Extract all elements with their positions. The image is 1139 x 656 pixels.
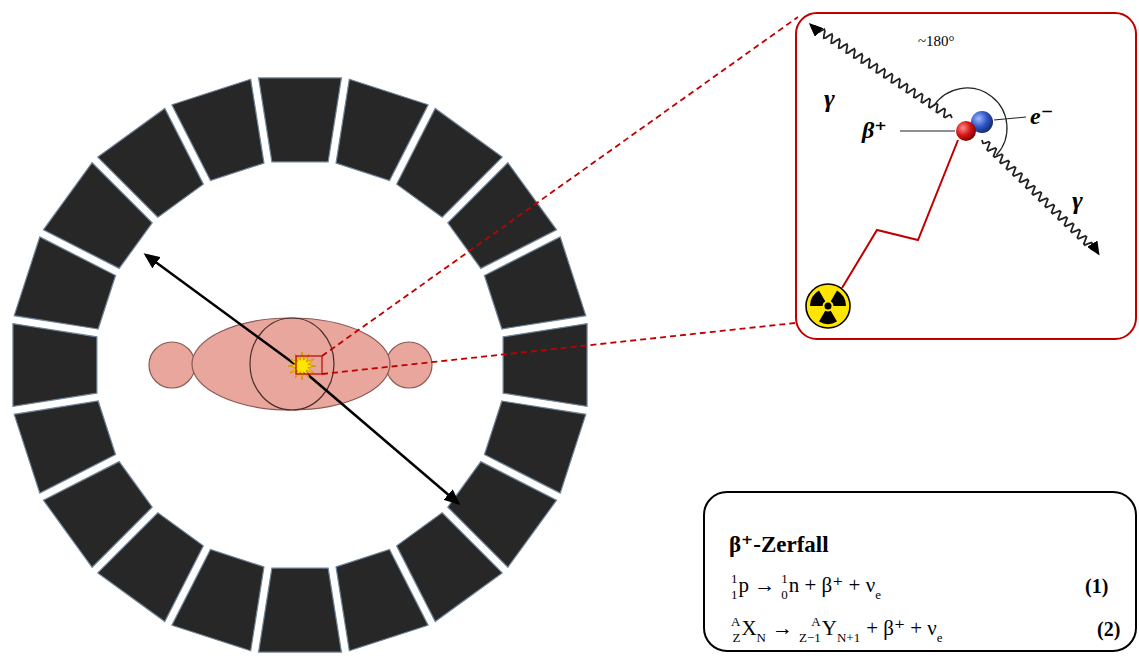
- gamma-path-arrow: [300, 368, 458, 503]
- zoom-frame: [296, 356, 322, 374]
- zoom-callout: γ ~180° β⁺ e⁻ γ: [795, 12, 1137, 340]
- detector-block: [484, 237, 585, 329]
- gamma-label: γ: [824, 86, 835, 112]
- equation-index: Z: [732, 631, 740, 644]
- equation-index: N: [757, 631, 766, 644]
- equation-part: + β⁺ + ν: [866, 618, 937, 639]
- detector-block: [14, 401, 115, 493]
- equation-index: A: [811, 615, 820, 628]
- formula-heading: β⁺-Zerfall: [729, 533, 829, 556]
- patient-body: [149, 318, 432, 410]
- label-leader: [994, 117, 1026, 120]
- radiation-blade: [831, 290, 846, 306]
- body-right-circle: [386, 342, 432, 388]
- angle-arc: [933, 88, 1007, 155]
- equation-number: (2): [1097, 619, 1120, 639]
- equation-part: n + β⁺ + ν: [789, 575, 875, 596]
- gamma-wave: [982, 140, 1098, 253]
- equation-index: 1: [731, 572, 738, 585]
- equation-part: Y: [822, 618, 837, 639]
- body-organ: [250, 318, 334, 410]
- formula-box: β⁺-Zerfall11p →10n + β⁺ + νe(1)AZXN→AZ−1…: [703, 491, 1137, 652]
- positron-sphere: [956, 121, 976, 141]
- radiation-blade: [819, 311, 837, 324]
- radiation-blade: [810, 290, 825, 306]
- equation-part: →: [772, 618, 793, 639]
- equation-part: X: [741, 618, 756, 639]
- detector-ring: [13, 78, 587, 652]
- equation-part: p →: [739, 575, 776, 596]
- detector-block: [259, 78, 342, 162]
- annihilation-illustration: [806, 25, 1098, 328]
- body-torso: [192, 318, 390, 410]
- equation-number: (1): [1085, 576, 1108, 596]
- radiation-disc: [806, 284, 850, 328]
- equation-index: 1: [731, 588, 738, 601]
- equation-index: Z−1: [799, 631, 821, 644]
- positron-track: [842, 140, 958, 288]
- equation-index: N+1: [837, 631, 860, 644]
- detector-block: [336, 549, 428, 650]
- zoom-leader: [322, 17, 798, 356]
- equation-index: A: [731, 615, 740, 628]
- detector-block: [13, 324, 97, 407]
- label-leader: [900, 130, 955, 131]
- zoom-leader: [322, 323, 795, 374]
- equation-index: 1: [781, 572, 788, 585]
- radiation-symbol: [806, 284, 850, 328]
- angle-label: ~180°: [918, 34, 955, 49]
- detector-block: [172, 79, 264, 180]
- detector-block: [503, 324, 587, 407]
- gamma-label: γ: [1072, 188, 1083, 214]
- equation-index: e: [875, 588, 881, 601]
- equation-index: e: [937, 631, 943, 644]
- detector-block: [259, 568, 342, 652]
- radiation-center: [825, 303, 832, 310]
- body-left-circle: [149, 342, 195, 388]
- gamma-path-arrow: [146, 255, 300, 368]
- positron-label: β⁺: [862, 118, 887, 142]
- equation-index: 0: [781, 588, 788, 601]
- electron-label: e⁻: [1030, 104, 1053, 128]
